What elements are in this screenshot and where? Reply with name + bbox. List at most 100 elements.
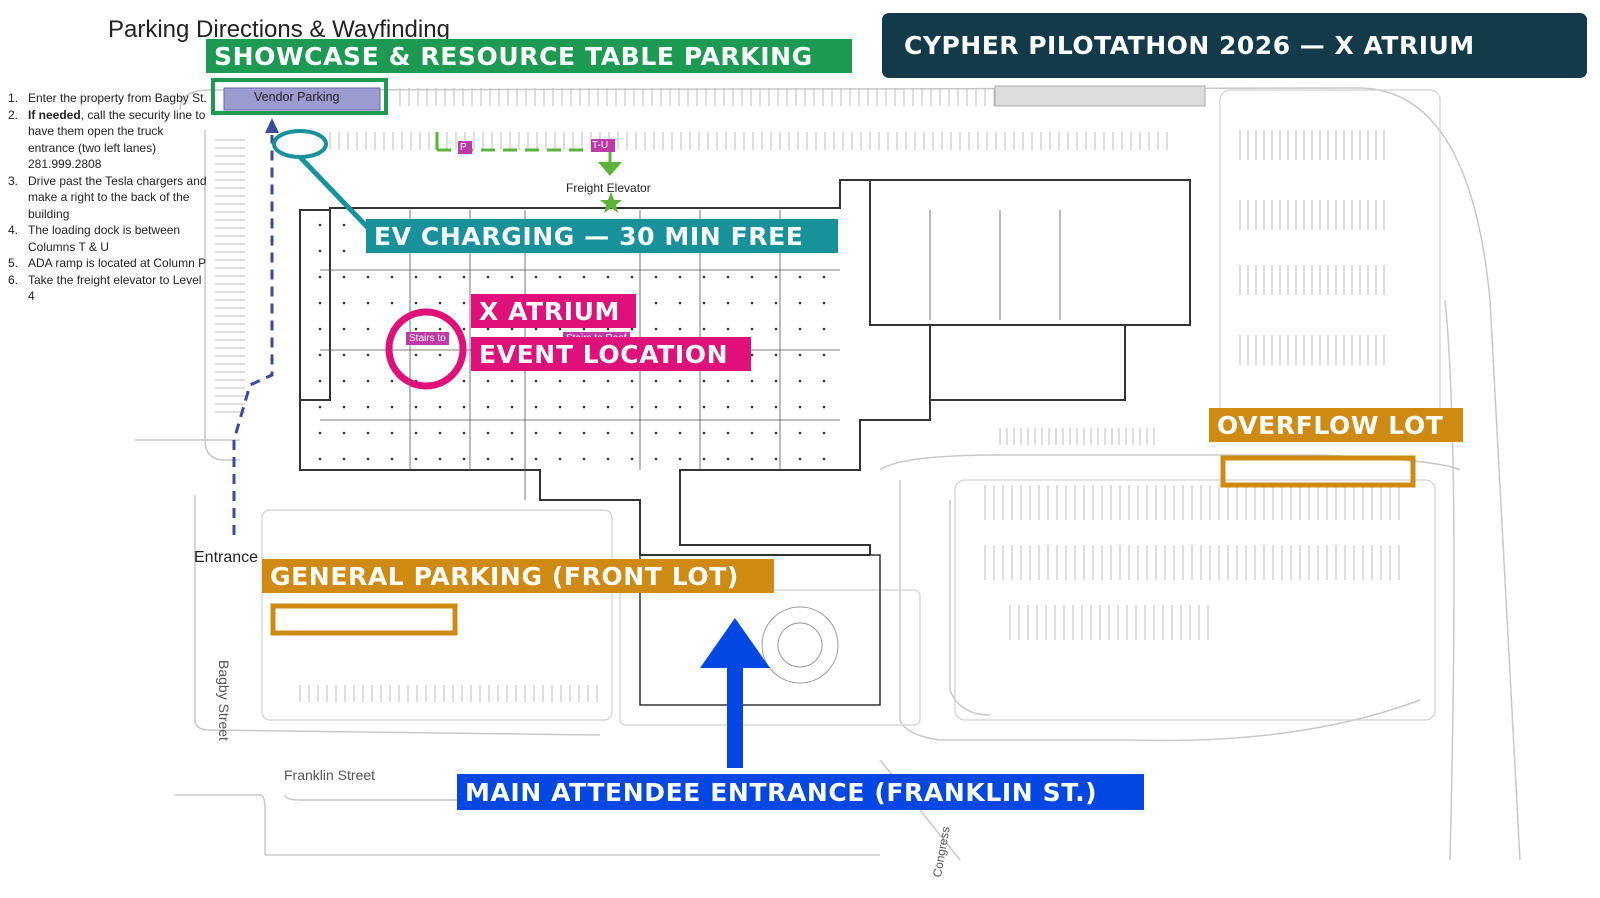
column-dot	[726, 379, 730, 383]
event-location-label: EVENT LOCATION	[471, 337, 751, 371]
direction-step-text: ADA ramp is located at Column P	[28, 255, 206, 272]
column-dot	[486, 431, 490, 435]
column-dot	[702, 327, 706, 331]
column-dot	[606, 431, 610, 435]
entrance-arrow-shaft	[727, 664, 743, 768]
column-dot	[726, 301, 730, 305]
column-dot	[558, 405, 562, 409]
column-dot	[342, 379, 346, 383]
column-dot	[414, 353, 418, 357]
column-dot	[510, 457, 514, 461]
column-dot	[678, 275, 682, 279]
column-dot	[630, 405, 634, 409]
column-dot	[318, 249, 322, 253]
column-dot	[654, 405, 658, 409]
column-dot	[822, 405, 826, 409]
column-dot	[534, 457, 538, 461]
column-dot	[366, 457, 370, 461]
column-dot	[318, 301, 322, 305]
column-dot	[678, 431, 682, 435]
direction-step-emphasis: If needed	[28, 107, 81, 122]
column-dot	[366, 405, 370, 409]
direction-step-number: 6.	[8, 272, 19, 287]
column-dot	[606, 405, 610, 409]
column-dot	[462, 431, 466, 435]
column-dot	[606, 457, 610, 461]
overflow-lot-label: OVERFLOW LOT	[1209, 408, 1463, 442]
column-dot	[390, 405, 394, 409]
column-dot	[534, 379, 538, 383]
column-dot	[630, 379, 634, 383]
column-dot	[750, 405, 754, 409]
column-dot	[534, 327, 538, 331]
ev-pointer-line	[298, 155, 374, 234]
vendor-parking-label: Vendor Parking	[254, 90, 340, 104]
direction-step: 3.Drive past the Tesla chargers and make…	[8, 173, 208, 223]
column-dot	[798, 275, 802, 279]
column-dot	[654, 379, 658, 383]
column-dot	[582, 327, 586, 331]
star-icon	[600, 192, 622, 213]
column-dot	[318, 431, 322, 435]
column-dot	[654, 275, 658, 279]
column-dot	[462, 379, 466, 383]
column-dot	[318, 223, 322, 227]
directions-list: 1.Enter the property from Bagby St.2.If …	[8, 90, 208, 305]
column-dot	[366, 327, 370, 331]
direction-step-body: Enter the property from Bagby St.	[28, 91, 207, 105]
column-dot	[390, 431, 394, 435]
general-parking-label: GENERAL PARKING (FRONT LOT)	[262, 559, 774, 593]
entrance-label: Entrance	[194, 549, 259, 566]
column-dot	[774, 457, 778, 461]
column-dot	[726, 431, 730, 435]
bagby-street-label: Bagby Street	[216, 660, 232, 741]
column-dot	[630, 275, 634, 279]
column-dot	[702, 405, 706, 409]
column-dot	[774, 431, 778, 435]
plaza-circle	[761, 606, 839, 684]
vendor-parking-area	[223, 87, 381, 111]
column-dot	[678, 405, 682, 409]
column-dot	[510, 431, 514, 435]
column-dot	[702, 379, 706, 383]
overflow-lot-highlight	[1220, 455, 1416, 488]
column-dot	[462, 457, 466, 461]
column-dot	[558, 275, 562, 279]
column-dot	[486, 457, 490, 461]
column-dot	[750, 301, 754, 305]
tag-tu-box	[591, 139, 615, 152]
column-dot	[774, 301, 778, 305]
event-banner: CYPHER PILOTATHON 2026 — X ATRIUM	[882, 13, 1587, 78]
direction-step-body: The loading dock is between Columns T & …	[28, 223, 181, 254]
column-dot	[486, 275, 490, 279]
column-dot	[654, 301, 658, 305]
column-dot	[558, 431, 562, 435]
column-dot	[534, 431, 538, 435]
column-dot	[630, 431, 634, 435]
column-dot	[702, 457, 706, 461]
column-dot	[750, 431, 754, 435]
freight-arrow-icon	[598, 162, 622, 176]
main-entrance-label: MAIN ATTENDEE ENTRANCE (FRANKLIN ST.)	[457, 774, 1144, 810]
column-dot	[486, 379, 490, 383]
column-dot	[342, 431, 346, 435]
route-arrow-icon	[265, 118, 279, 133]
column-dot	[438, 327, 442, 331]
column-dot	[606, 327, 610, 331]
direction-step-body: Take the freight elevator to Level 4	[28, 272, 202, 304]
column-dot	[822, 301, 826, 305]
freight-elevator-label: Freight Elevator	[566, 181, 651, 195]
column-dot	[822, 353, 826, 357]
column-dot	[774, 353, 778, 357]
direction-step-text: Drive past the Tesla chargers and make a…	[28, 173, 208, 223]
general-lot-highlight	[270, 603, 458, 636]
column-dot	[510, 379, 514, 383]
column-dot	[798, 353, 802, 357]
building	[299, 179, 1191, 706]
column-dot	[630, 327, 634, 331]
column-dot	[558, 327, 562, 331]
column-dot	[750, 457, 754, 461]
arrow-up-icon	[700, 618, 770, 668]
column-dot	[702, 301, 706, 305]
